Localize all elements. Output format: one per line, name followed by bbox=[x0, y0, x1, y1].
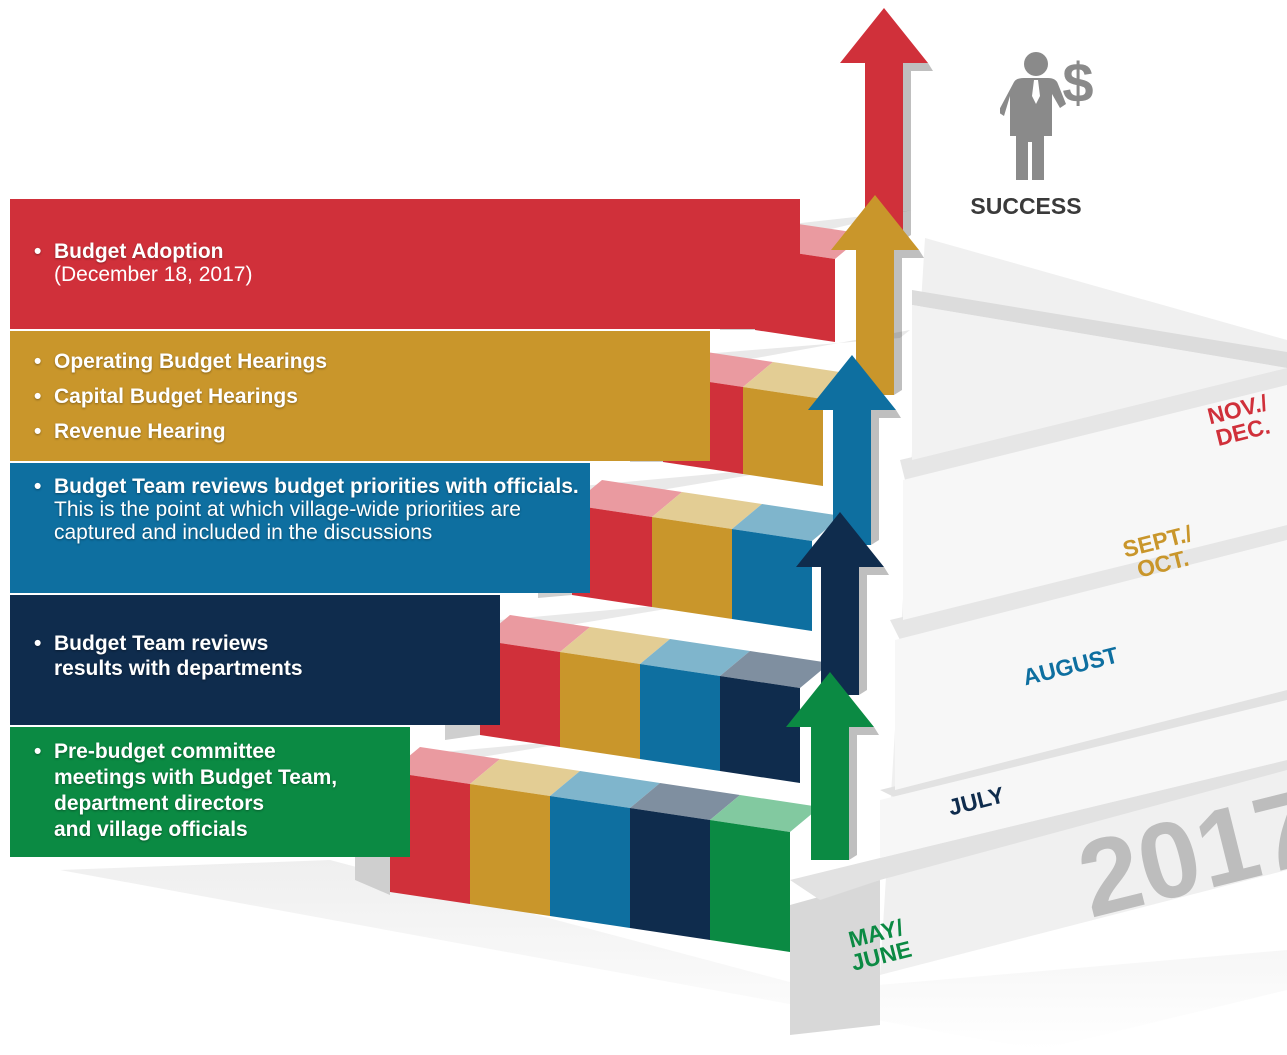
cube-front-navy-row1 bbox=[630, 808, 710, 940]
gold-arrow-icon bbox=[831, 195, 924, 395]
gold-arrow-icon-body bbox=[831, 195, 919, 395]
navy-arrow-icon bbox=[796, 512, 889, 695]
step-item-pre-budget-line3: department directors bbox=[54, 792, 265, 815]
step-item-pre-budget: Pre-budget committee meetings with Budge… bbox=[34, 739, 410, 843]
step-item-priorities-bold: Budget Team reviews budget priorities wi… bbox=[54, 475, 579, 498]
red-arrow-icon bbox=[840, 8, 933, 240]
step-item-priorities: Budget Team reviews budget priorities wi… bbox=[34, 475, 590, 544]
green-arrow-icon bbox=[786, 672, 879, 860]
green-arrow-icon-body bbox=[786, 672, 874, 860]
step-item-budget-adoption: Budget Adoption bbox=[34, 239, 800, 264]
step-item-pre-budget-line4: and village officials bbox=[54, 818, 248, 841]
success-label: SUCCESS bbox=[970, 193, 1082, 219]
cube-top-blue-row3 bbox=[732, 504, 842, 541]
cube-front-navy-row2 bbox=[720, 676, 800, 783]
step-item-results: Budget Team reviews results with departm… bbox=[34, 631, 500, 681]
red-arrow-icon-body bbox=[840, 8, 928, 240]
cube-top-blue-row1 bbox=[550, 771, 660, 808]
cube-front-gold-row4 bbox=[743, 387, 823, 486]
cube-front-red-row3 bbox=[572, 505, 652, 607]
businessman-with-dollar-icon: $ bbox=[1000, 51, 1094, 180]
cube-front-gold-row2 bbox=[560, 652, 640, 759]
cube-top-gold-row3 bbox=[652, 492, 762, 529]
navy-arrow-icon-body bbox=[796, 512, 884, 695]
cube-front-blue-row3 bbox=[732, 529, 812, 631]
step-item-pre-budget-line2: meetings with Budget Team, bbox=[54, 766, 338, 789]
cube-top-gold-row1 bbox=[470, 759, 580, 796]
cube-front-red-row2 bbox=[480, 640, 560, 747]
step-item-operating-hearings: Operating Budget Hearings bbox=[34, 349, 710, 374]
staircase-side bbox=[790, 238, 1287, 1035]
step-arrows bbox=[786, 8, 933, 860]
step-note-budget-adoption: (December 18, 2017) bbox=[54, 263, 253, 286]
cube-front-blue-row2 bbox=[640, 664, 720, 771]
svg-text:$: $ bbox=[1062, 51, 1093, 114]
navy-arrow-icon-shade bbox=[859, 567, 889, 695]
cube-front-green-row1 bbox=[710, 820, 790, 952]
blue-arrow-icon bbox=[808, 355, 901, 545]
gold-arrow-icon-shade bbox=[894, 250, 924, 395]
red-arrow-icon-shade bbox=[903, 63, 933, 240]
band-results: Budget Team reviews results with departm… bbox=[10, 595, 500, 725]
cube-top-navy-row2 bbox=[720, 651, 830, 688]
blue-arrow-icon-body bbox=[808, 355, 896, 545]
step-item-priorities-note: This is the point at which village-wide … bbox=[54, 498, 521, 544]
step-item-revenue-hearing: Revenue Hearing bbox=[34, 419, 710, 444]
cube-top-green-row1 bbox=[710, 795, 820, 832]
band-hearings: Operating Budget Hearings Capital Budget… bbox=[10, 331, 710, 461]
cube-front-gold-row1 bbox=[470, 784, 550, 916]
cube-top-red-row3 bbox=[572, 480, 682, 517]
cube-front-blue-row1 bbox=[550, 796, 630, 928]
band-priorities: Budget Team reviews budget priorities wi… bbox=[10, 463, 590, 593]
step-item-capital-hearings: Capital Budget Hearings bbox=[34, 384, 710, 409]
cube-top-red-row1 bbox=[390, 747, 500, 784]
cube-top-gold-row2 bbox=[560, 627, 670, 664]
step-item-pre-budget-line1: Pre-budget committee bbox=[54, 740, 276, 763]
cube-top-blue-row2 bbox=[640, 639, 750, 676]
band-pre-budget: Pre-budget committee meetings with Budge… bbox=[10, 727, 410, 857]
cube-front-red-row1 bbox=[390, 772, 470, 904]
band-budget-adoption: Budget Adoption (December 18, 2017) bbox=[10, 199, 800, 329]
step-cubes bbox=[390, 222, 865, 952]
cube-top-navy-row1 bbox=[630, 783, 740, 820]
step-item-results-line2: results with departments bbox=[54, 657, 303, 680]
cube-front-gold-row3 bbox=[652, 517, 732, 619]
step-item-results-line1: Budget Team reviews bbox=[54, 632, 269, 655]
cube-top-red-row2 bbox=[480, 615, 590, 652]
green-arrow-icon-shade bbox=[849, 727, 879, 860]
blue-arrow-icon-shade bbox=[871, 410, 901, 545]
